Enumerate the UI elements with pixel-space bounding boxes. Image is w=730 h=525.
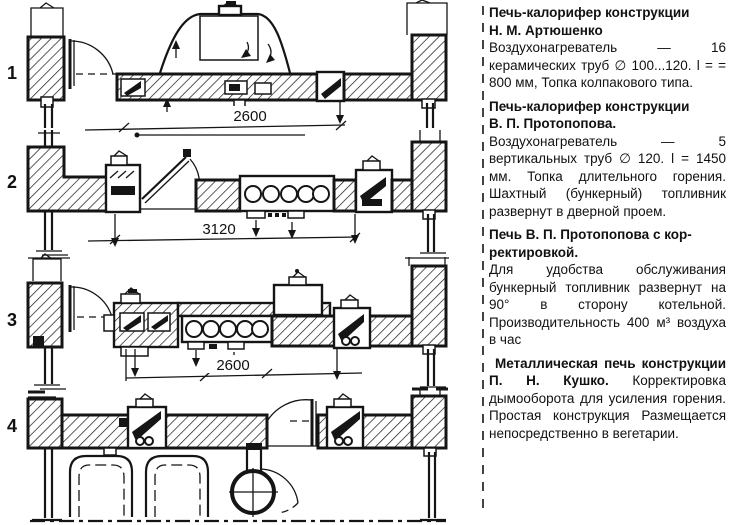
paragraph-1-heading: Печь-калорифер конструкции Н. М. Артюшен… xyxy=(489,5,690,38)
figure-4-smoke-flue-loops xyxy=(68,454,210,517)
figure-4-number: 4 xyxy=(7,416,17,436)
figure-3-bunker-firebox xyxy=(103,287,180,377)
figure-3-right-wall xyxy=(405,257,449,388)
paragraph-2-body: Воздухонагреватель — 5 вертикальных труб… xyxy=(489,133,726,219)
paragraph-2-heading: Печь-калорифер конструкции В. П. Протопо… xyxy=(489,98,690,132)
figure-3-dimension-label: 2600 xyxy=(216,357,249,374)
figure-1-number: 1 xyxy=(7,63,17,83)
figure-3-door-arc xyxy=(68,285,120,332)
figure-1-door-arc xyxy=(68,39,119,89)
figure-4-metal-stove xyxy=(229,443,299,517)
figure-2-left-wall xyxy=(26,145,114,213)
figure-3-number: 3 xyxy=(7,310,17,330)
paragraph-2: Печь-калорифер конструкции В. П. Протопо… xyxy=(489,98,726,221)
figure-1-dimension: 2600 xyxy=(84,98,347,133)
paragraph-3-body: Для удобства обслуживания бункерный топл… xyxy=(489,262,726,347)
figure-1-left-wall xyxy=(26,2,66,128)
figure-4-left-wall xyxy=(26,390,64,522)
figure-4-firebox-right xyxy=(325,393,365,450)
figure-1-kolpak-furnace xyxy=(158,1,292,74)
figure-2-dimension: 3120 xyxy=(87,214,361,247)
figure-3-tube-box xyxy=(180,314,274,369)
figure-2-number: 2 xyxy=(7,172,17,192)
figure-2-dimension-label: 3120 xyxy=(202,221,235,238)
figure-3-left-wall xyxy=(26,253,70,390)
figure-1-dimension-line xyxy=(84,124,346,131)
figure-2-firebox xyxy=(354,155,394,214)
figure-3-dimension: 2600 xyxy=(125,349,363,382)
figure-3-dimension-line xyxy=(125,372,363,379)
figure-3: 3 xyxy=(7,253,449,390)
figure-2-door-arc xyxy=(140,149,201,210)
figure-2-right-wall xyxy=(36,130,448,256)
figure-3-top-furnace xyxy=(272,269,324,317)
figure-2: 2 xyxy=(7,130,448,256)
paragraph-3-heading: Печь В. П. Протопопова с кор- ректировко… xyxy=(489,227,692,260)
figure-1-wall-strip xyxy=(115,70,415,108)
paragraph-1-body: Воздухонагреватель — 16 керамических тру… xyxy=(489,40,726,90)
figures-drawing: 1 xyxy=(7,0,484,523)
paragraph-4-heading: Металлическая печь конструкции П. Н. Куш… xyxy=(489,355,726,389)
figure-2-bunker-firebox xyxy=(104,150,142,214)
figure-2-tube-box xyxy=(238,174,336,239)
figure-1-right-wall xyxy=(406,0,448,128)
text-column: Печь-калорифер конструкции Н. М. Артюшен… xyxy=(489,4,726,448)
paragraph-3: Печь В. П. Протопопова с кор- ректировко… xyxy=(489,226,726,349)
paragraph-4: Металлическая печь конструкции П. Н. Куш… xyxy=(489,355,726,443)
figure-1: 1 xyxy=(7,0,448,133)
figure-4-right-wall xyxy=(410,387,448,522)
paragraph-1: Печь-калорифер конструкции Н. М. Артюшен… xyxy=(489,4,726,92)
figure-4: 4 xyxy=(7,387,448,523)
paragraph-4-body: Корректировка дымооборота для усиления г… xyxy=(489,373,726,441)
figure-1-dimension-label: 2600 xyxy=(233,108,266,125)
figure-2-dimension-line xyxy=(87,236,359,242)
figure-3-firebox xyxy=(332,294,372,350)
figure-4-door-arc xyxy=(265,399,318,447)
figure-4-firebox-left xyxy=(103,393,168,456)
